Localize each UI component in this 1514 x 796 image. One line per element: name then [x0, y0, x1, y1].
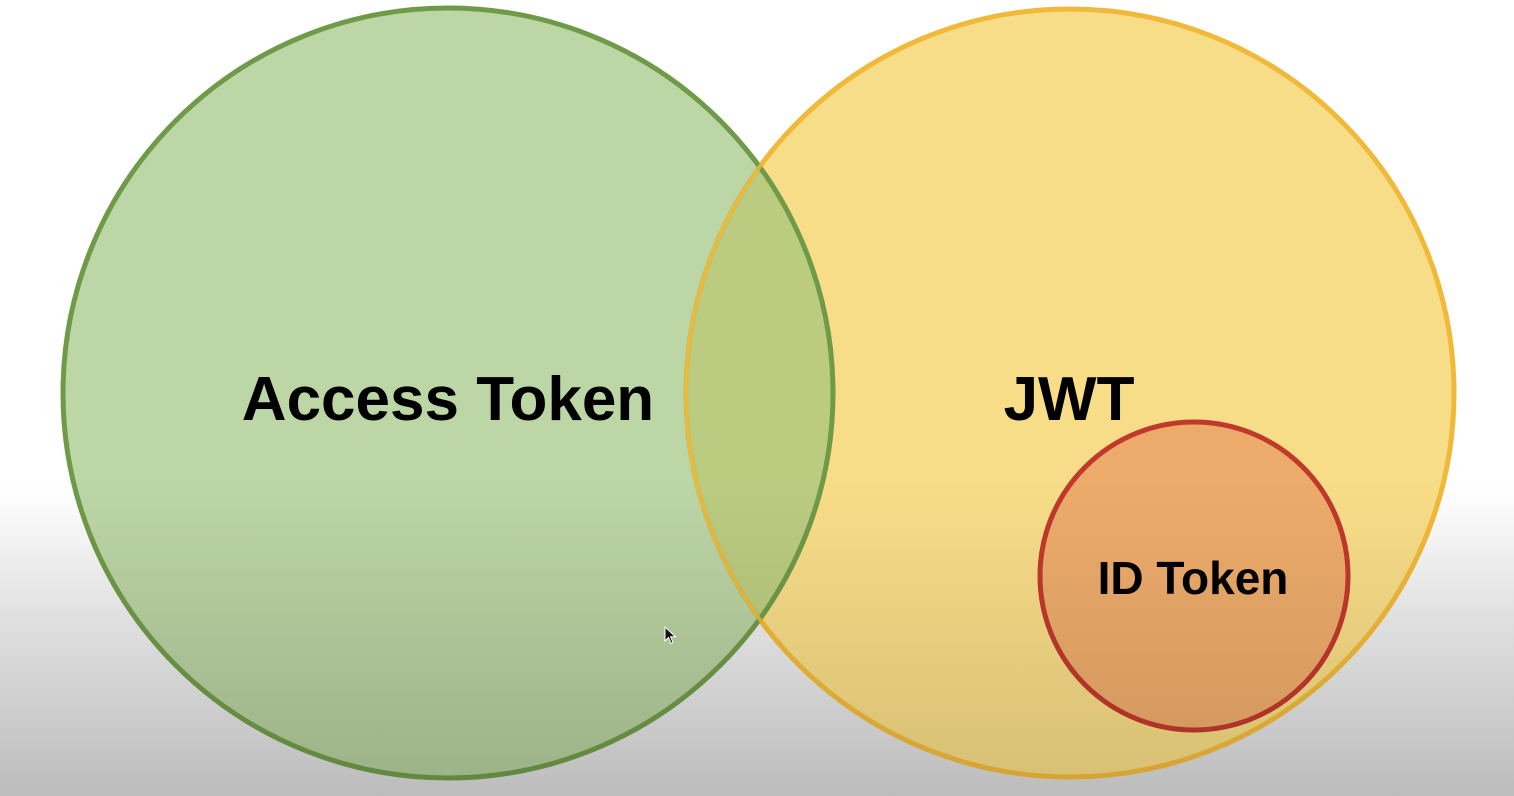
access-token-label: Access Token — [242, 365, 654, 434]
id-token-label: ID Token — [1098, 552, 1289, 604]
mouse-pointer-icon — [664, 626, 677, 645]
jwt-label: JWT — [1004, 365, 1135, 434]
